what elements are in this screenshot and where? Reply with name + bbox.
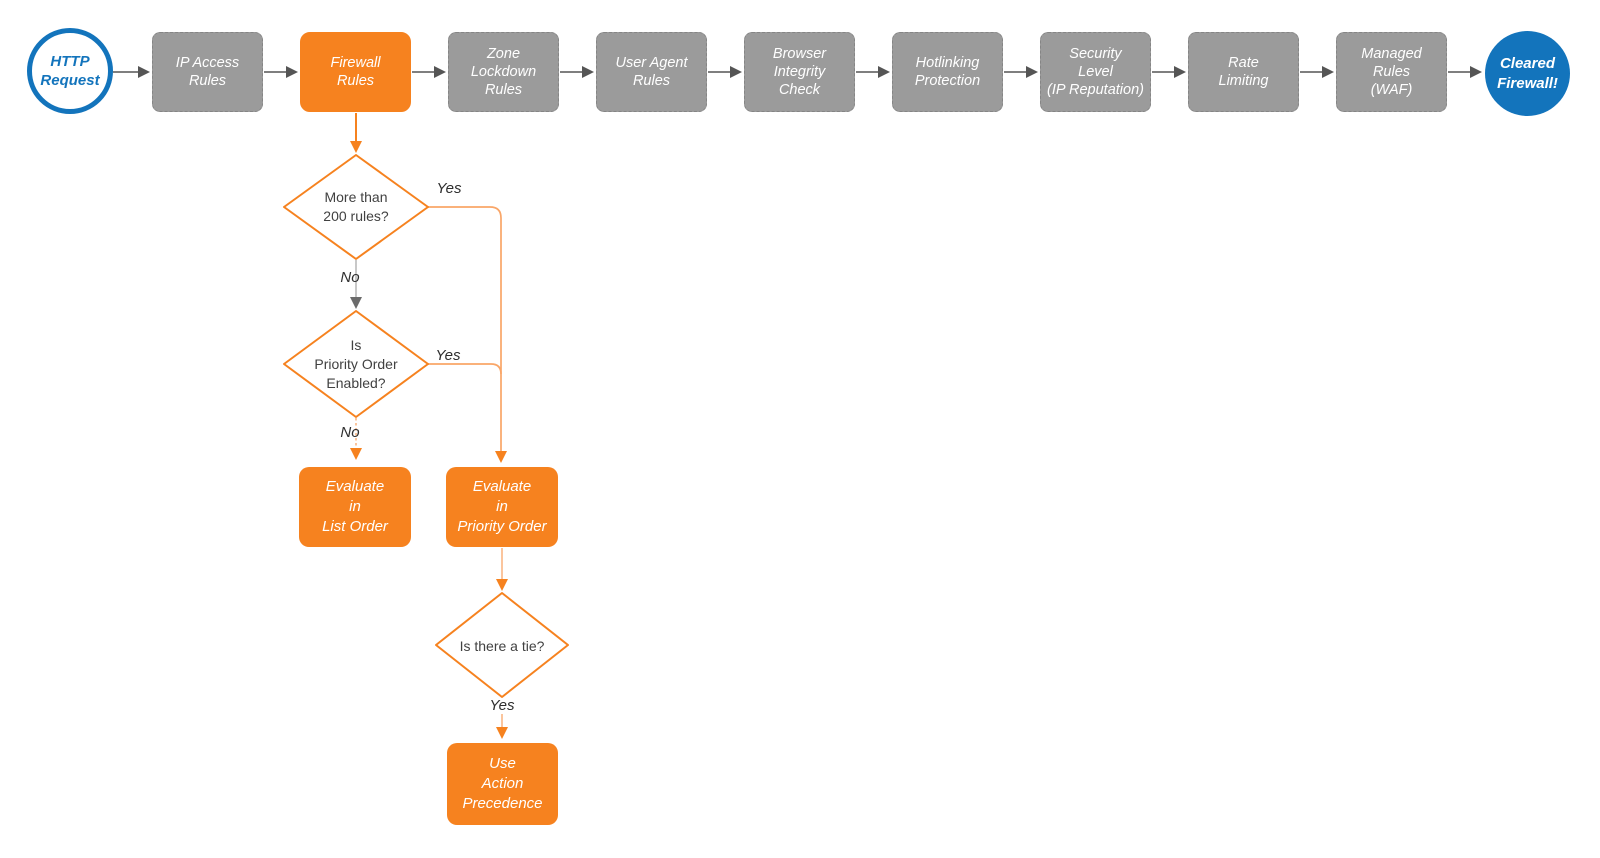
decision-more-than-200-rules-text: More than 200 rules?	[323, 189, 389, 224]
node-zone-lockdown-rules: Zone Lockdown Rules	[448, 32, 559, 112]
node-evaluate-in-priority-order: Evaluate in Priority Order	[446, 467, 558, 547]
node-rate-limiting: Rate Limiting	[1188, 32, 1299, 112]
node-browser-integrity-check: Browser Integrity Check	[744, 32, 855, 112]
edge-label-decision3-yes: Yes	[489, 697, 515, 714]
node-ip-access-rules: IP Access Rules	[152, 32, 263, 112]
decision-is-there-a-tie-text: Is there a tie?	[459, 638, 545, 654]
decision-priority-order-enabled-shape	[283, 310, 429, 418]
node-evaluate-in-list-order: Evaluate in List Order	[299, 467, 411, 547]
node-http-request: HTTP Request	[27, 28, 113, 114]
node-security-level: Security Level (IP Reputation)	[1040, 32, 1151, 112]
edge-decision1-yes	[428, 206, 507, 463]
node-cleared-firewall: Cleared Firewall!	[1485, 31, 1570, 116]
edge-label-decision1-no: No	[340, 269, 360, 286]
node-firewall-rules: Firewall Rules	[300, 32, 411, 112]
node-user-agent-rules: User Agent Rules	[596, 32, 707, 112]
edge-decision2-yes	[428, 363, 502, 375]
decision-more-than-200-rules-shape	[283, 154, 429, 260]
edge-label-decision2-no: No	[340, 424, 360, 441]
decision-is-there-a-tie-shape	[435, 592, 569, 698]
edge-label-decision2-yes: Yes	[435, 347, 461, 364]
edge-label-decision1-yes: Yes	[436, 180, 462, 197]
node-use-action-precedence: Use Action Precedence	[447, 743, 558, 825]
node-managed-rules-waf: Managed Rules (WAF)	[1336, 32, 1447, 112]
node-hotlinking-protection: Hotlinking Protection	[892, 32, 1003, 112]
decision-priority-order-enabled-text: Is Priority Order Enabled?	[314, 337, 398, 391]
